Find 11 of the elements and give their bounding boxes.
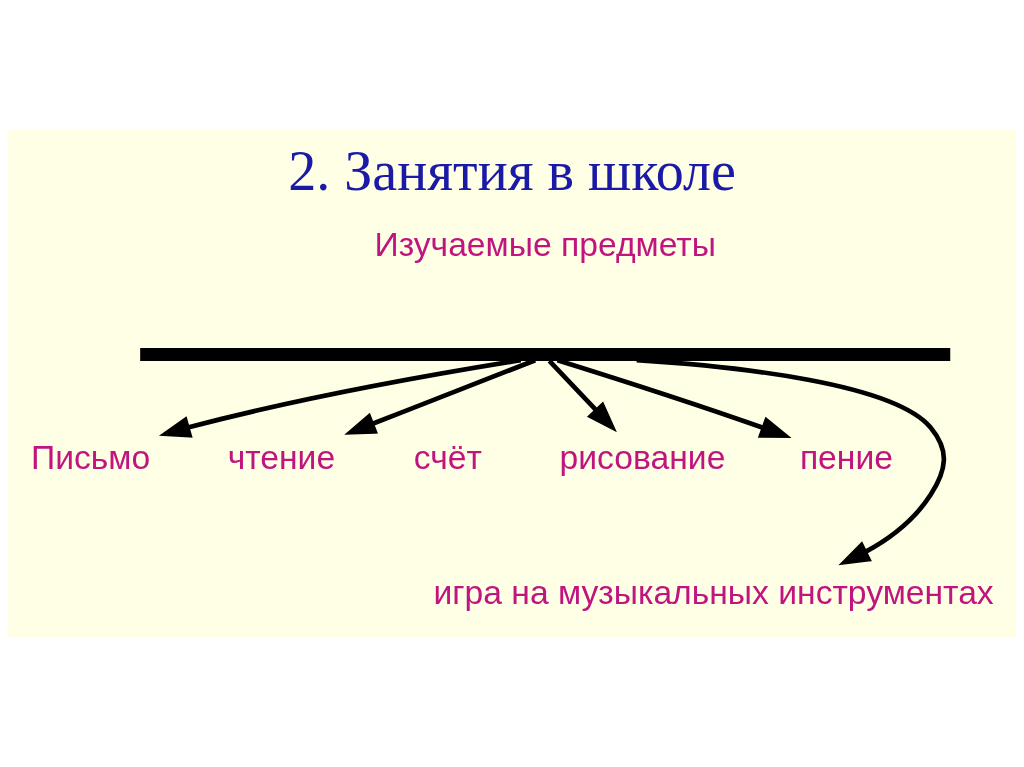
node-text: Изучаемые предметы: [374, 226, 716, 264]
node-text: Письмо: [30, 439, 151, 477]
node-text: чтение: [227, 439, 336, 477]
node-text: игра на музыкальных инструментах: [433, 574, 994, 612]
diagram-title: 2. Занятия в школе: [288, 139, 736, 202]
node-text: пение: [799, 439, 893, 477]
node-text: рисование: [559, 439, 726, 477]
arrow: [344, 358, 537, 435]
node-bar: [140, 347, 951, 362]
arrow: [547, 359, 617, 433]
node-text: счёт: [413, 439, 482, 477]
